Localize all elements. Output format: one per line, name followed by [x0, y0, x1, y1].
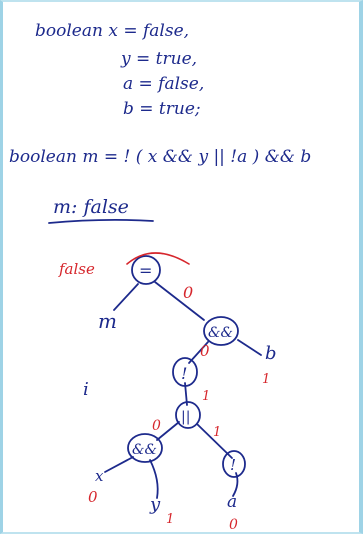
evaluation-annotations: false 0 1 0 1 0 1 0 1 0: [58, 252, 270, 533]
leaf-m: m: [98, 309, 117, 333]
edge-assign-and: [154, 281, 205, 321]
node-inner-not-label: !: [230, 456, 236, 474]
tree-nodes: = && ! || && !: [127, 255, 246, 478]
value-and-to-not: 0: [200, 342, 210, 360]
edge-inner-not-a: [232, 472, 239, 497]
node-and: [203, 316, 239, 346]
node-or-label: ||: [181, 409, 190, 425]
node-or: [175, 401, 201, 429]
code-line-1: boolean x = false,: [35, 21, 189, 41]
code-line-3: a = false,: [123, 74, 204, 94]
code-line-4: b = true;: [123, 99, 201, 119]
leaf-a: a: [227, 492, 237, 512]
value-y: 1: [166, 512, 174, 527]
root-value-arrow: [126, 252, 190, 265]
result-underline: [48, 218, 154, 224]
value-assign-edge: 0: [183, 283, 193, 302]
edge-inner-and-y: [149, 459, 159, 499]
root-value-label: false: [58, 260, 95, 278]
value-or-to-inner-and: 0: [152, 418, 161, 434]
node-not: [172, 357, 198, 387]
value-a: 0: [229, 517, 238, 533]
edge-or-inner-not: [196, 423, 233, 459]
node-inner-and-label: &&: [132, 442, 157, 458]
leaf-y: y: [149, 494, 161, 515]
leaf-x: x: [95, 467, 104, 485]
value-or-to-inner-not: 1: [213, 425, 221, 440]
value-x: 0: [88, 488, 98, 506]
code-line-5: boolean m = ! ( x && y || !a ) && b: [9, 147, 311, 167]
value-and-to-b: 1: [262, 372, 270, 387]
tree-leaves: m b x y a: [95, 309, 277, 515]
node-assign-label: =: [139, 261, 152, 280]
leaf-b: b: [265, 343, 277, 364]
result-block: m: false: [48, 196, 154, 224]
tree-edges: [104, 281, 262, 499]
declaration-block: boolean x = false, y = true, a = false, …: [9, 21, 311, 167]
node-not-label: !: [181, 364, 187, 383]
edge-inner-and-x: [104, 456, 134, 473]
edge-assign-m: [113, 283, 139, 311]
node-and-label: &&: [208, 325, 233, 341]
node-inner-not: [222, 450, 246, 478]
edge-and-not: [188, 341, 209, 364]
handwriting-canvas: boolean x = false, y = true, a = false, …: [9, 21, 311, 533]
result-text: m: false: [53, 196, 129, 218]
node-inner-and: [127, 433, 163, 463]
edge-or-inner-and: [156, 421, 180, 441]
code-line-2: y = true,: [120, 49, 197, 69]
edge-and-b: [237, 339, 262, 356]
node-assign: [131, 255, 161, 285]
stray-mark: i: [83, 379, 89, 400]
value-not-to-or: 1: [202, 389, 210, 404]
